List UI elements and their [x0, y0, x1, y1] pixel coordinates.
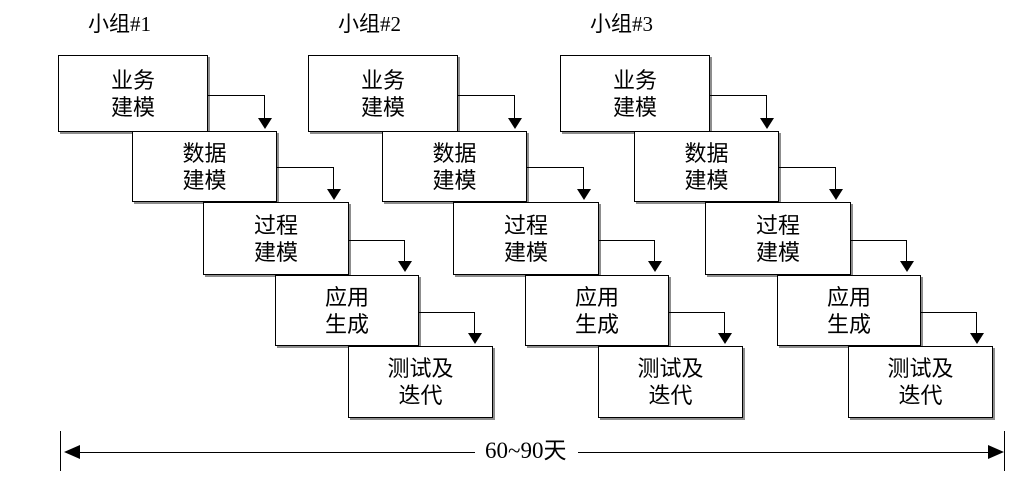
- arrowhead-down-icon: [508, 118, 522, 129]
- connector-horizontal: [207, 95, 265, 96]
- arrowhead-down-icon: [829, 189, 843, 200]
- connector-horizontal: [709, 95, 767, 96]
- phase-line-1: 测试及: [637, 356, 704, 381]
- ruler-segment-right: [578, 452, 988, 453]
- arrowhead-down-icon: [900, 261, 914, 272]
- phase-line-2: 生成: [574, 311, 619, 337]
- connector-horizontal: [348, 240, 405, 241]
- connector-horizontal: [276, 167, 334, 168]
- arrowhead-down-icon: [258, 118, 272, 129]
- phase-box-g3-testing-iteration: 测试及 迭代: [848, 346, 993, 418]
- phase-line-2: 建模: [684, 167, 729, 193]
- phase-line-1: 数据: [432, 140, 477, 166]
- arrowhead-down-icon: [970, 333, 984, 344]
- arrowhead-down-icon: [760, 118, 774, 129]
- phase-line-2: 建模: [360, 94, 405, 120]
- arrowhead-down-icon: [648, 261, 662, 272]
- connector-horizontal: [457, 95, 515, 96]
- phase-box-g3-business-modeling: 业务 建模: [560, 55, 710, 132]
- ruler-arrowhead-right-icon: [988, 445, 1004, 459]
- phase-line-1: 过程: [503, 212, 548, 238]
- phase-line-2: 建模: [110, 94, 155, 120]
- phase-line-1: 测试及: [387, 356, 454, 381]
- phase-box-g2-testing-iteration: 测试及 迭代: [598, 346, 743, 418]
- connector-vertical: [976, 312, 977, 334]
- phase-line-2: 建模: [253, 239, 298, 265]
- phase-line-2: 建模: [755, 239, 800, 265]
- phase-box-g3-data-modeling: 数据 建模: [634, 131, 779, 202]
- ruler-left-tick: [60, 431, 61, 471]
- phase-line-1: 数据: [182, 140, 227, 166]
- connector-vertical: [835, 167, 836, 190]
- phase-line-2: 建模: [432, 167, 477, 193]
- phase-box-g2-process-modeling: 过程 建模: [453, 202, 599, 275]
- connector-horizontal: [526, 167, 584, 168]
- phase-box-g1-testing-iteration: 测试及 迭代: [348, 346, 493, 418]
- connector-vertical: [766, 95, 767, 119]
- phase-line-2: 生成: [826, 311, 871, 337]
- phase-line-1: 测试及: [887, 356, 954, 381]
- phase-line-2: 迭代: [398, 383, 443, 408]
- group-label-3: 小组#3: [590, 12, 653, 36]
- ruler-right-tick: [1004, 431, 1005, 471]
- duration-label: 60~90天: [485, 438, 567, 463]
- phase-box-g1-data-modeling: 数据 建模: [132, 131, 277, 202]
- connector-vertical: [264, 95, 265, 119]
- phase-line-2: 建模: [612, 94, 657, 120]
- connector-vertical: [654, 240, 655, 262]
- phase-line-2: 迭代: [648, 383, 693, 408]
- ruler-segment-left: [80, 452, 475, 453]
- phase-box-g3-application-generation: 应用 生成: [777, 275, 921, 346]
- phase-line-1: 业务: [612, 67, 657, 93]
- phase-line-2: 建模: [182, 167, 227, 193]
- group-label-2: 小组#2: [338, 12, 401, 36]
- phase-line-2: 建模: [503, 239, 548, 265]
- connector-vertical: [724, 312, 725, 334]
- phase-box-g2-data-modeling: 数据 建模: [382, 131, 527, 202]
- phase-box-g3-process-modeling: 过程 建模: [705, 202, 851, 275]
- arrowhead-down-icon: [398, 261, 412, 272]
- arrowhead-down-icon: [468, 333, 482, 344]
- phase-box-g1-business-modeling: 业务 建模: [58, 55, 208, 132]
- phase-line-1: 业务: [110, 67, 155, 93]
- phase-line-1: 数据: [684, 140, 729, 166]
- phase-line-1: 过程: [755, 212, 800, 238]
- connector-horizontal: [920, 312, 977, 313]
- connector-vertical: [906, 240, 907, 262]
- connector-vertical: [514, 95, 515, 119]
- connector-horizontal: [668, 312, 725, 313]
- phase-line-2: 生成: [324, 311, 369, 337]
- connector-vertical: [404, 240, 405, 262]
- phase-line-2: 迭代: [898, 383, 943, 408]
- group-label-1: 小组#1: [88, 12, 151, 36]
- connector-horizontal: [418, 312, 475, 313]
- connector-vertical: [333, 167, 334, 190]
- phase-line-1: 应用: [826, 284, 871, 310]
- arrowhead-down-icon: [327, 189, 341, 200]
- connector-vertical: [583, 167, 584, 190]
- phase-line-1: 过程: [253, 212, 298, 238]
- phase-box-g1-application-generation: 应用 生成: [275, 275, 419, 346]
- arrowhead-down-icon: [718, 333, 732, 344]
- arrowhead-down-icon: [577, 189, 591, 200]
- connector-horizontal: [850, 240, 907, 241]
- ruler-arrowhead-left-icon: [64, 445, 80, 459]
- phase-line-1: 应用: [574, 284, 619, 310]
- connector-horizontal: [778, 167, 836, 168]
- phase-line-1: 应用: [324, 284, 369, 310]
- connector-horizontal: [598, 240, 655, 241]
- connector-vertical: [474, 312, 475, 334]
- phase-line-1: 业务: [360, 67, 405, 93]
- phase-box-g1-process-modeling: 过程 建模: [203, 202, 349, 275]
- phase-box-g2-application-generation: 应用 生成: [525, 275, 669, 346]
- phase-box-g2-business-modeling: 业务 建模: [308, 55, 458, 132]
